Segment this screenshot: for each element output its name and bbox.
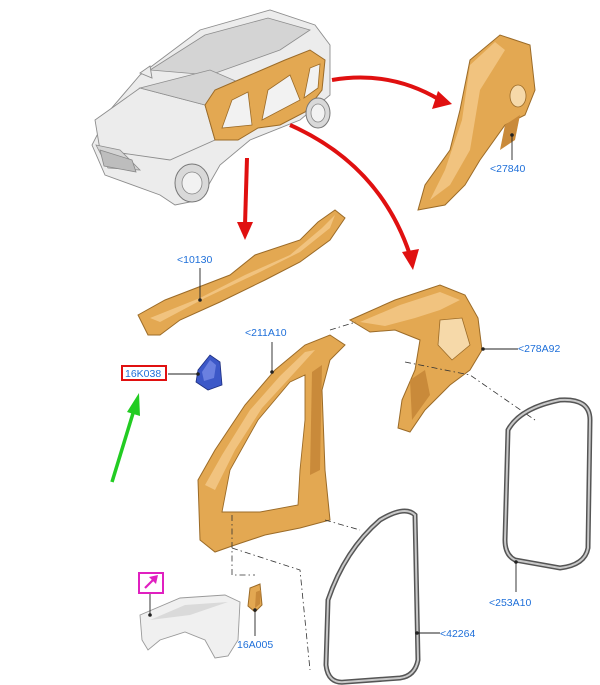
red-arrow-to-rocker — [243, 157, 249, 226]
callout-10130[interactable]: <10130 — [177, 254, 212, 266]
part-rocker: <10130 — [137, 209, 346, 336]
part-fender — [138, 572, 241, 659]
assembly-lines — [231, 321, 536, 671]
part-door-seal-rear: <253A10 — [489, 397, 593, 609]
part-door-seal-front: <42264 — [323, 508, 475, 685]
callout-253A10[interactable]: <253A10 — [489, 597, 531, 609]
callout-27840[interactable]: <27840 — [490, 163, 525, 175]
part-fender-bracket: 16A005 — [237, 583, 273, 651]
part-quarter-outer: <27840 — [417, 34, 536, 211]
callout-211A10[interactable]: <211A10 — [245, 327, 287, 339]
red-arrow-to-quarter-outer — [331, 75, 442, 102]
callout-16K038[interactable]: 16K038 — [125, 368, 161, 380]
green-arrow — [110, 393, 140, 483]
red-arrows — [243, 75, 442, 256]
red-arrow-to-bodyside — [289, 123, 412, 256]
part-bracket-16K038: 16K038 — [121, 354, 223, 391]
callout-16A005[interactable]: 16A005 — [237, 639, 273, 651]
highlight-box-16K038 — [121, 365, 167, 381]
arrow-up-right-icon — [144, 575, 158, 589]
callout-278A92[interactable]: <278A92 — [518, 343, 560, 355]
vehicle-overview — [91, 9, 331, 206]
part-bodyside-front: <211A10 — [197, 327, 346, 553]
part-quarter-inner: <278A92 — [348, 284, 560, 433]
callout-42264[interactable]: <42264 — [440, 628, 475, 640]
red-arrowhead-1 — [432, 91, 452, 109]
red-arrowhead-3 — [402, 249, 419, 270]
red-arrowhead-2 — [237, 222, 253, 240]
